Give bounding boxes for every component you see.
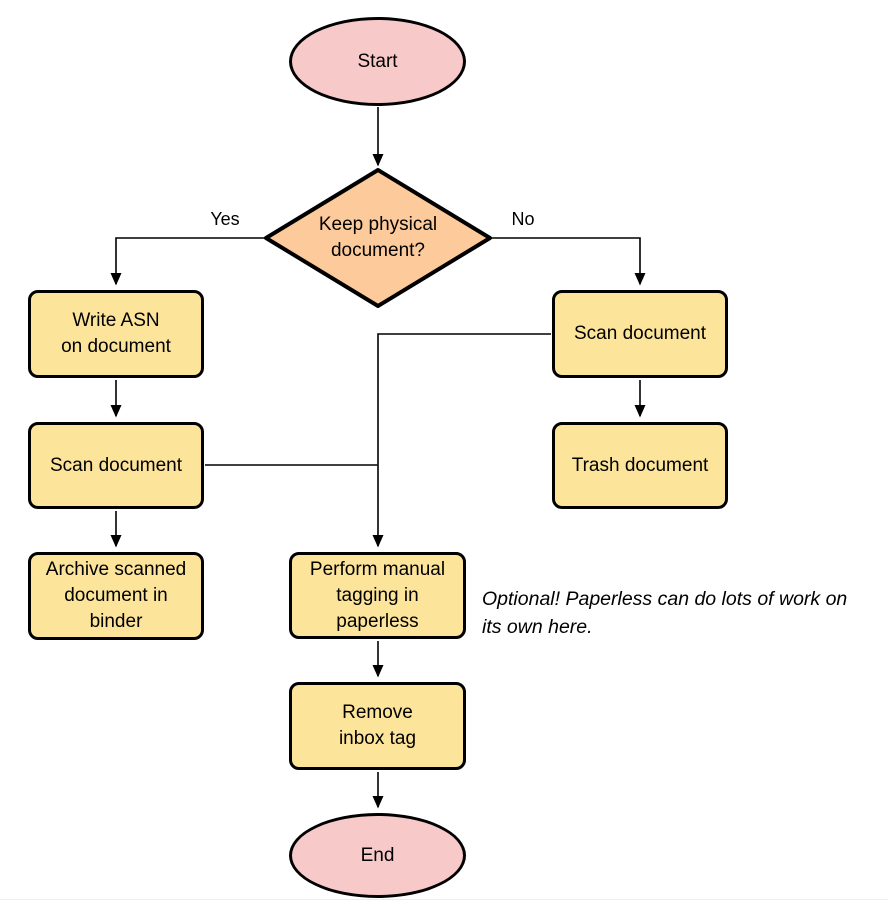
decision-keep-physical-document: Keep physical document? [262,167,494,309]
edge-label-no: No [511,209,535,229]
edge-decision-yes-to-write-asn [110,237,266,286]
process-write-asn-on-document: Write ASN on document [28,290,204,378]
process-archive-scanned-document: Archive scanned document in binder [28,552,204,640]
edge-label-yes: Yes [210,209,240,229]
process-trash-document: Trash document [552,422,728,509]
start-terminator: Start [289,17,466,106]
process-scan-document-right: Scan document [552,290,728,378]
end-terminator: End [289,813,466,898]
decision-diamond-shape [264,168,492,308]
bottom-edge-line [0,899,888,900]
process-remove-inbox-tag: Remove inbox tag [289,682,466,770]
process-scan-document-left: Scan document [28,422,204,509]
edge-decision-no-to-scan-right [490,237,646,286]
edge-scan-right-to-tagging [372,333,551,548]
process-perform-manual-tagging: Perform manual tagging in paperless [289,552,466,639]
annotation-optional-note: Optional! Paperless can do lots of work … [482,588,848,638]
decision-label: Keep physical document? [318,214,438,261]
